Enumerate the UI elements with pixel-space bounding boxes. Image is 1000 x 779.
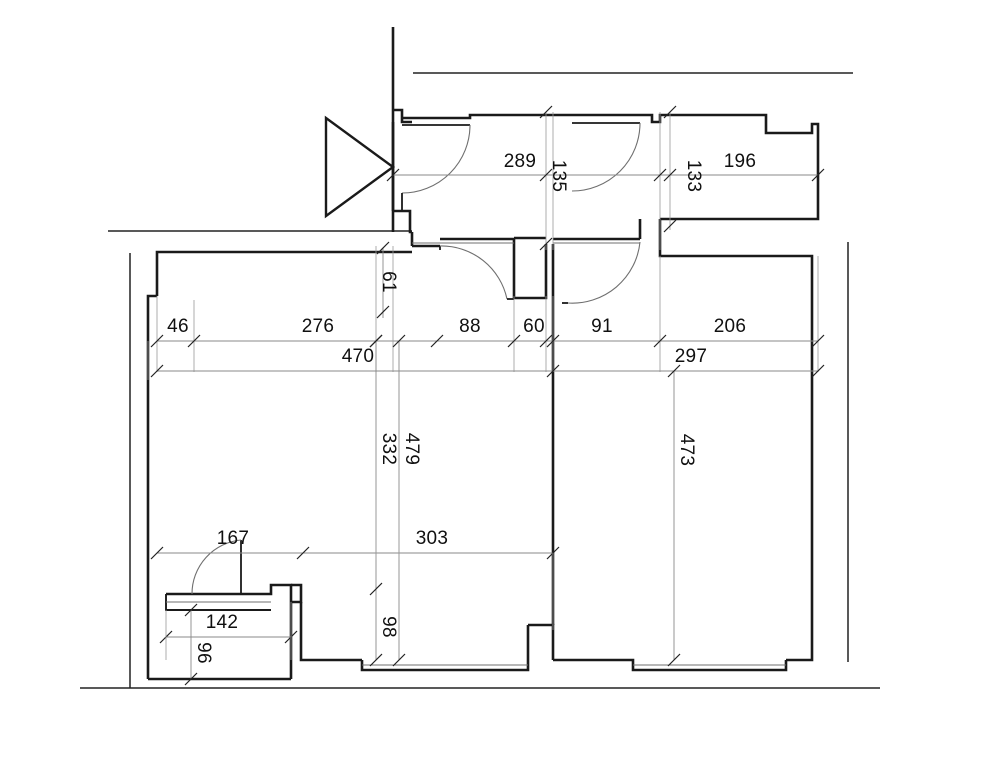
dim-60: 60 [523,316,545,337]
dimension-chain-overall: 470 297 [150,346,825,378]
dim-470: 470 [342,346,375,367]
dimension-chain-top: 289 135 133 196 [386,105,825,251]
dim-96: 96 [193,642,214,664]
dim-133: 133 [683,160,704,193]
wall-outline [146,27,820,681]
dim-46: 46 [167,316,189,337]
doors [191,122,641,595]
dimension-chain-lower: 167 303 142 96 [150,528,560,686]
extension-stubs [147,341,554,630]
dim-196: 196 [724,151,757,172]
dim-142: 142 [206,612,239,633]
reference-lines [80,27,880,689]
dim-297: 297 [675,346,708,367]
windows [166,242,786,666]
dim-167: 167 [217,528,250,549]
dim-479: 479 [401,433,422,466]
entrance-direction-triangle [324,115,396,219]
dim-135: 135 [548,160,569,193]
dim-61: 61 [378,271,399,293]
dim-473: 473 [676,434,697,467]
dim-206: 206 [714,316,747,337]
dim-303: 303 [416,528,449,549]
dim-88: 88 [459,316,481,337]
dim-98: 98 [378,616,399,638]
dim-289: 289 [504,151,537,172]
dim-332: 332 [378,433,399,466]
dim-91: 91 [591,316,613,337]
dim-276: 276 [302,316,335,337]
